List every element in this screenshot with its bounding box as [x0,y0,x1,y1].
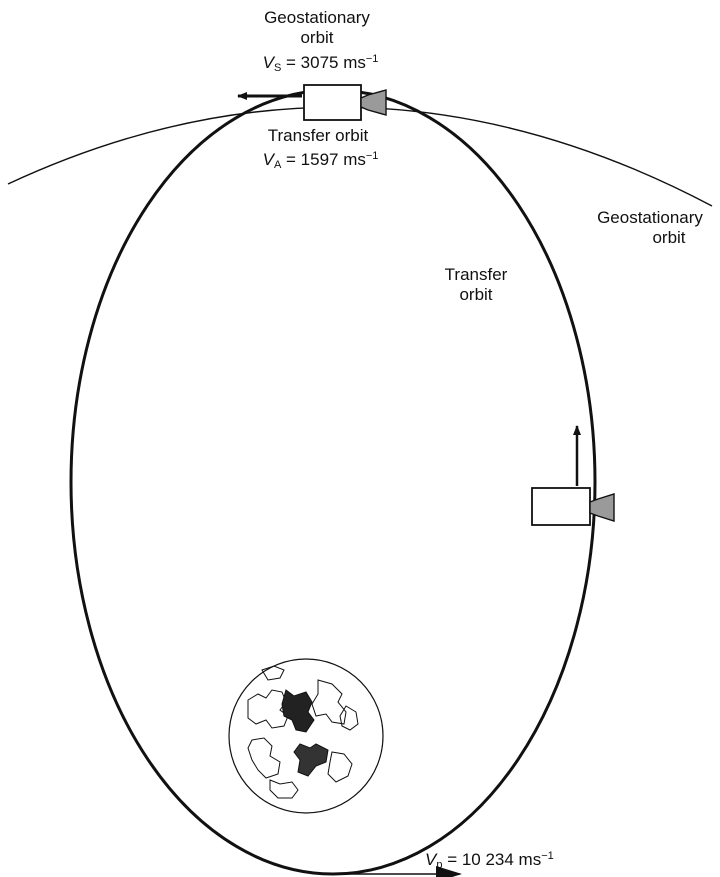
top-geostationary-label: Geostationary orbit [262,8,372,47]
top-transfer-label: Transfer orbit [258,126,378,146]
vp-label: Vp = 10 234 ms−1 [425,850,600,871]
top-transfer-text: Transfer orbit [267,126,369,145]
satellite-icon [531,487,615,526]
vp-subscript: p [436,859,443,871]
vs-label: VS = 3075 ms−1 [248,53,393,74]
va-exponent: −1 [365,150,379,162]
vs-value: = 3075 ms [281,53,366,72]
va-symbol: V [262,150,274,169]
earth-globe-icon [228,658,384,814]
vp-value: = 10 234 ms [442,850,542,869]
mid-transfer-label: Transfer orbit [436,265,516,304]
vs-exponent: −1 [365,53,379,65]
vp-exponent: −1 [541,850,554,862]
right-geostationary-line2: orbit [652,227,686,247]
top-geostationary-line2: orbit [300,27,334,47]
vs-symbol: V [262,53,274,72]
mid-transfer-line2: orbit [459,284,493,304]
vp-symbol: V [425,850,437,869]
va-subscript: A [273,159,282,171]
right-geostationary-label: Geostationary orbit [583,208,717,247]
va-label: VA = 1597 ms−1 [248,150,393,171]
vp-arrow-head [436,866,462,877]
va-value: = 1597 ms [281,150,366,169]
right-geostationary-line1: Geostationary [597,208,703,227]
mid-transfer-line1: Transfer [444,265,508,284]
vs-subscript: S [273,62,282,74]
top-geostationary-line1: Geostationary [264,8,370,27]
satellite-icon [303,84,387,121]
